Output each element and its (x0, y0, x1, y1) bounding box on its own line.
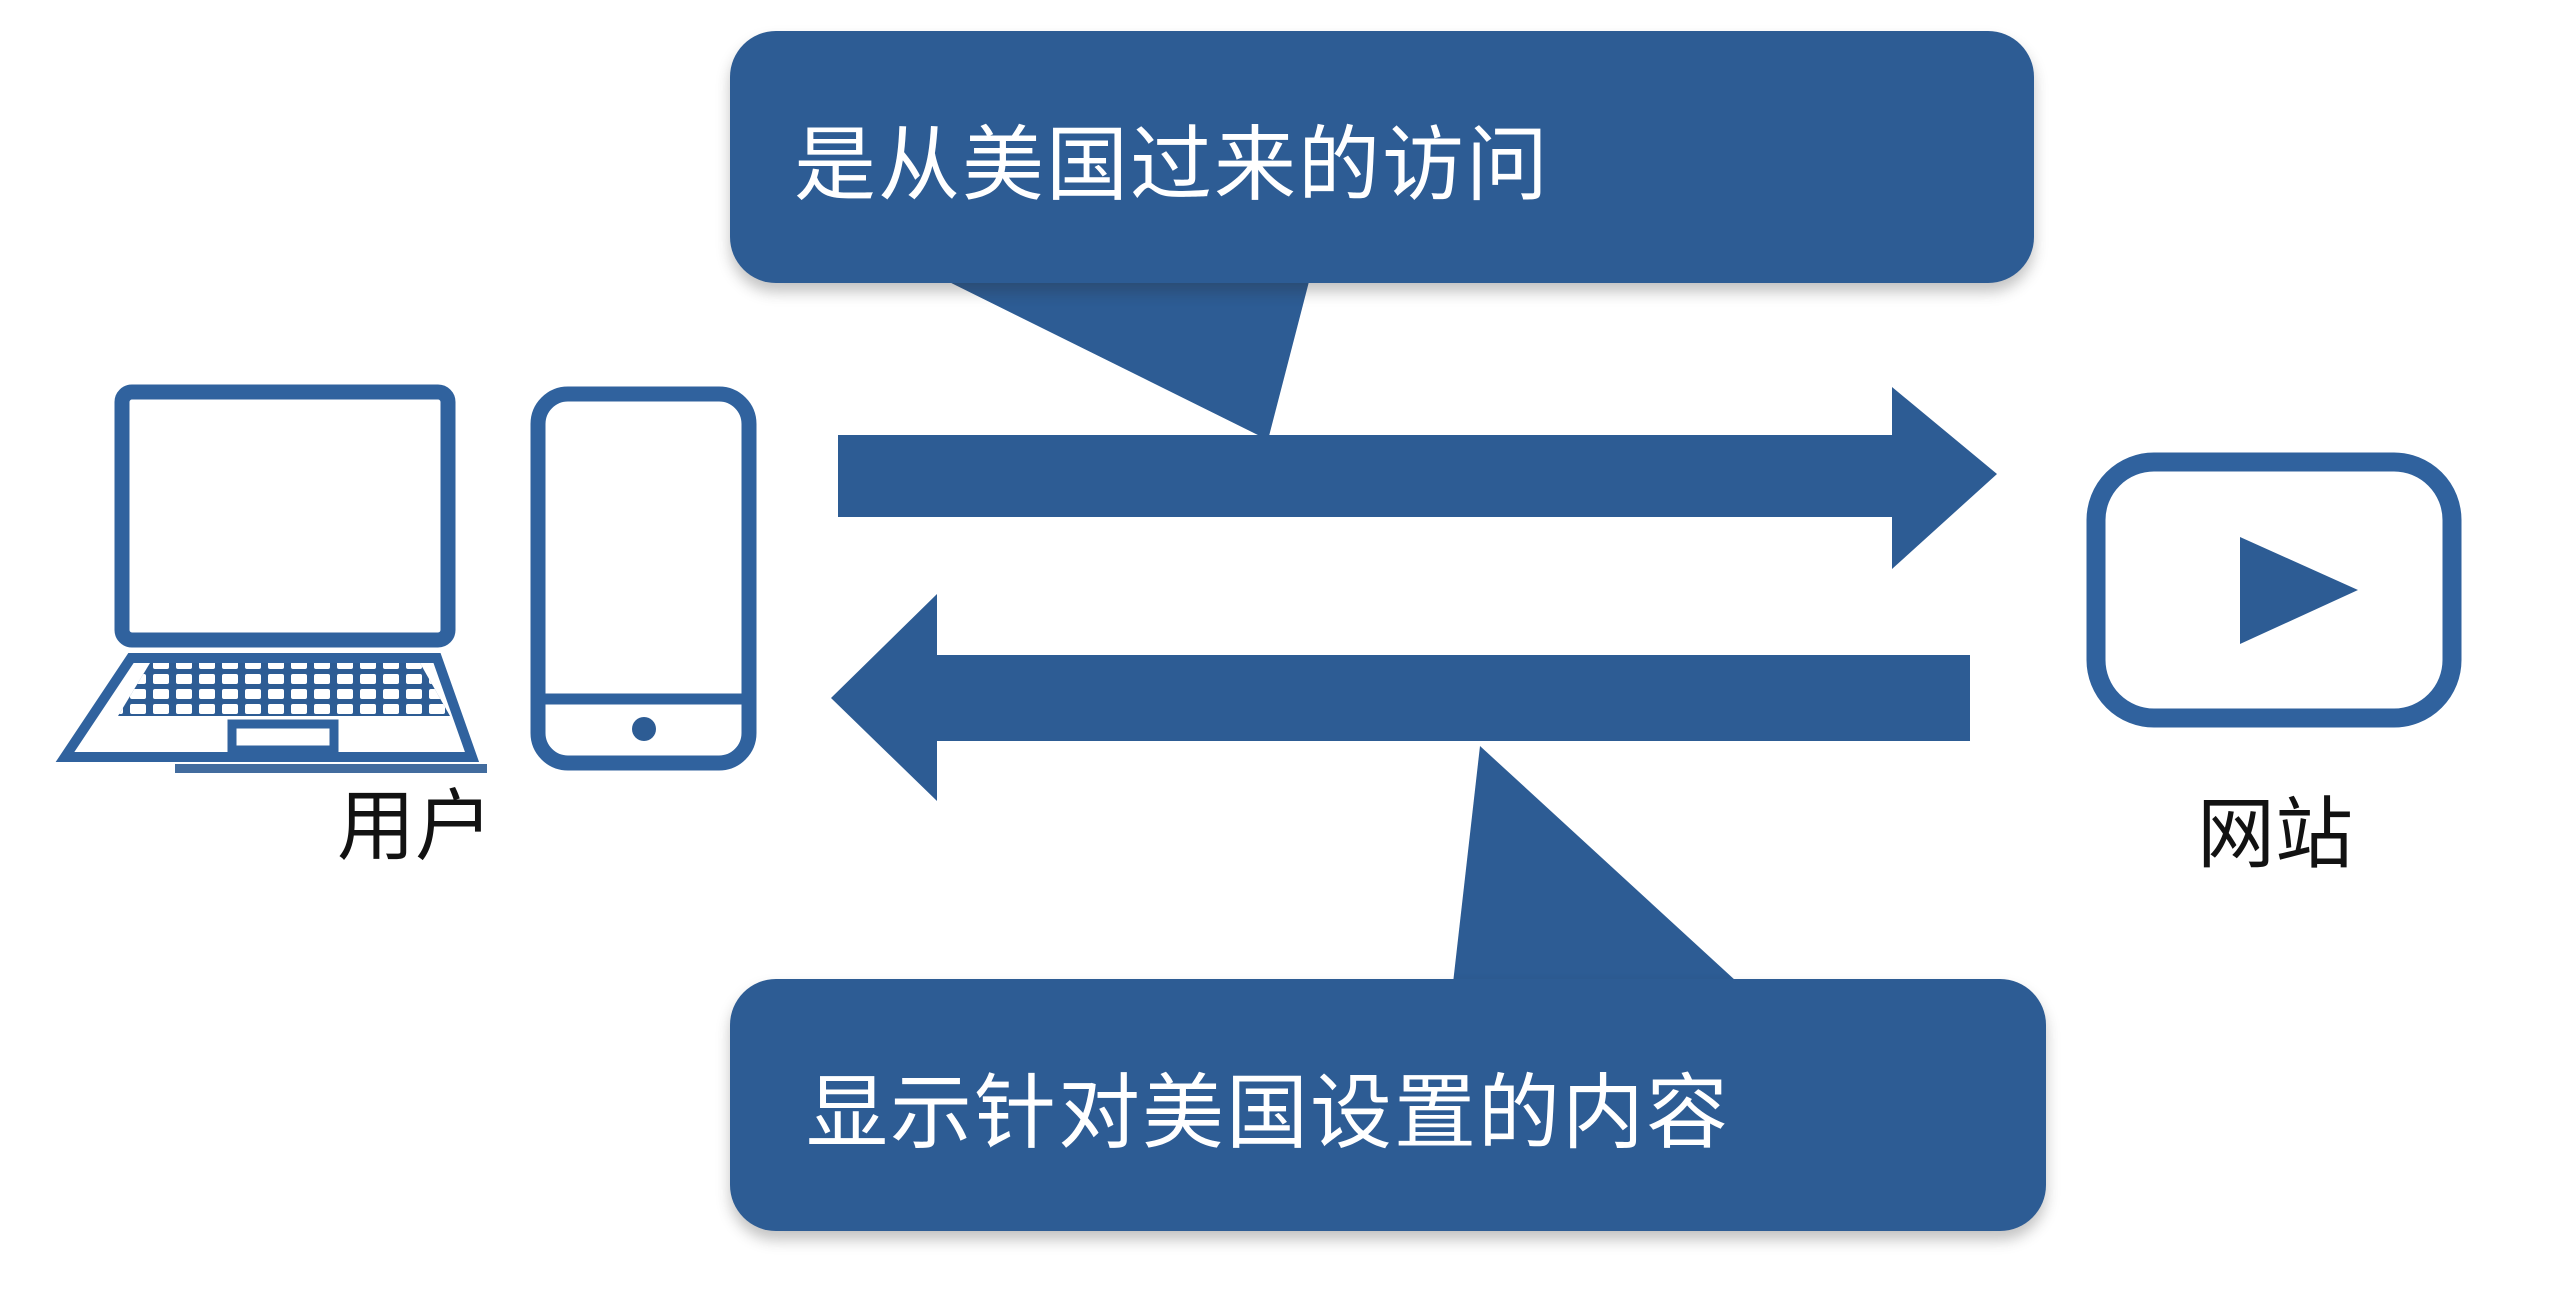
arrow-right-icon (838, 387, 1997, 569)
speech-bubble-response: 显示针对美国设置的内容 (730, 979, 2046, 1231)
website-label: 网站 (2196, 790, 2353, 878)
top-bubble-tail (925, 270, 1312, 440)
laptop-icon (55, 384, 487, 773)
speech-bubble-request: 是从美国过来的访问 (730, 31, 2034, 283)
arrow-left-icon (831, 594, 1970, 801)
smartphone-icon (530, 386, 757, 771)
speech-bubble-request-text: 是从美国过来的访问 (794, 119, 1551, 211)
play-video-icon (2086, 452, 2462, 728)
speech-bubble-response-text: 显示针对美国设置的内容 (806, 1067, 1731, 1159)
user-label: 用户 (336, 782, 493, 870)
bottom-bubble-tail (1452, 746, 1748, 992)
